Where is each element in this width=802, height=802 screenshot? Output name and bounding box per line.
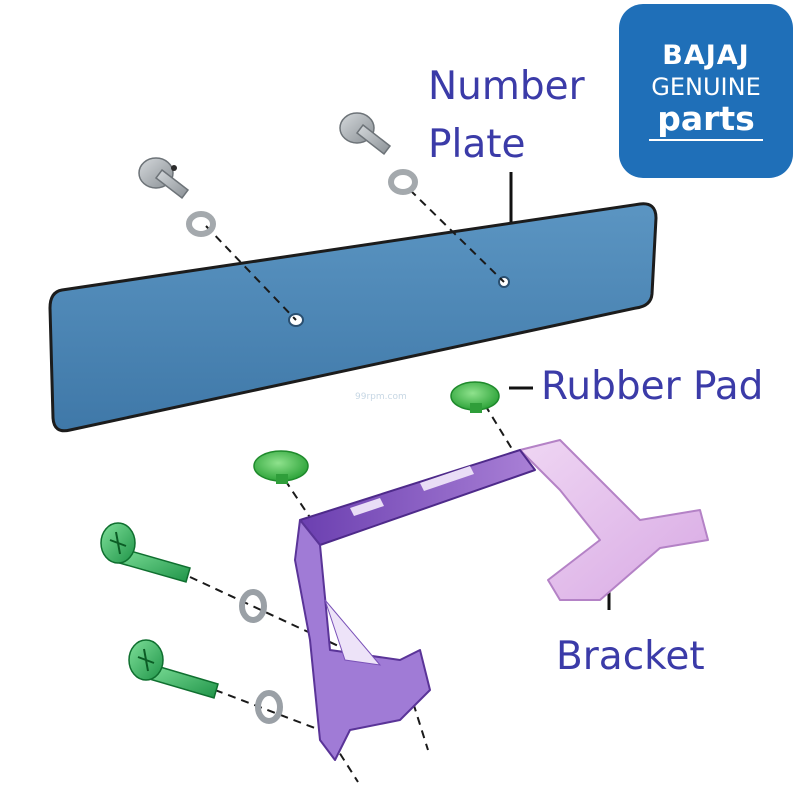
rubber-pad-label: Rubber Pad	[541, 364, 764, 409]
green-screw-upper	[100, 522, 191, 583]
logo-brand: BAJAJ	[662, 40, 750, 72]
logo-genuine: GENUINE	[651, 72, 761, 101]
rubber-pad-left	[253, 450, 309, 484]
watermark: 99rpm.com	[355, 392, 407, 402]
grey-bolt-left	[138, 157, 190, 200]
bracket-label: Bracket	[556, 634, 705, 679]
number-plate-label-line1: Number	[428, 64, 585, 109]
washer-lower-lower	[255, 690, 283, 724]
number-plate-label-line2: Plate	[428, 122, 526, 167]
washer-top-right	[388, 169, 418, 195]
grey-bolt-right	[339, 112, 392, 156]
washer-top-left	[186, 211, 216, 237]
bajaj-genuine-parts-logo: BAJAJ GENUINE parts	[619, 4, 793, 178]
bracket	[294, 439, 709, 761]
washer-lower-upper	[239, 589, 267, 623]
green-screw-lower	[128, 639, 219, 699]
rubber-pad-right	[450, 381, 500, 413]
logo-parts: parts	[649, 102, 763, 141]
